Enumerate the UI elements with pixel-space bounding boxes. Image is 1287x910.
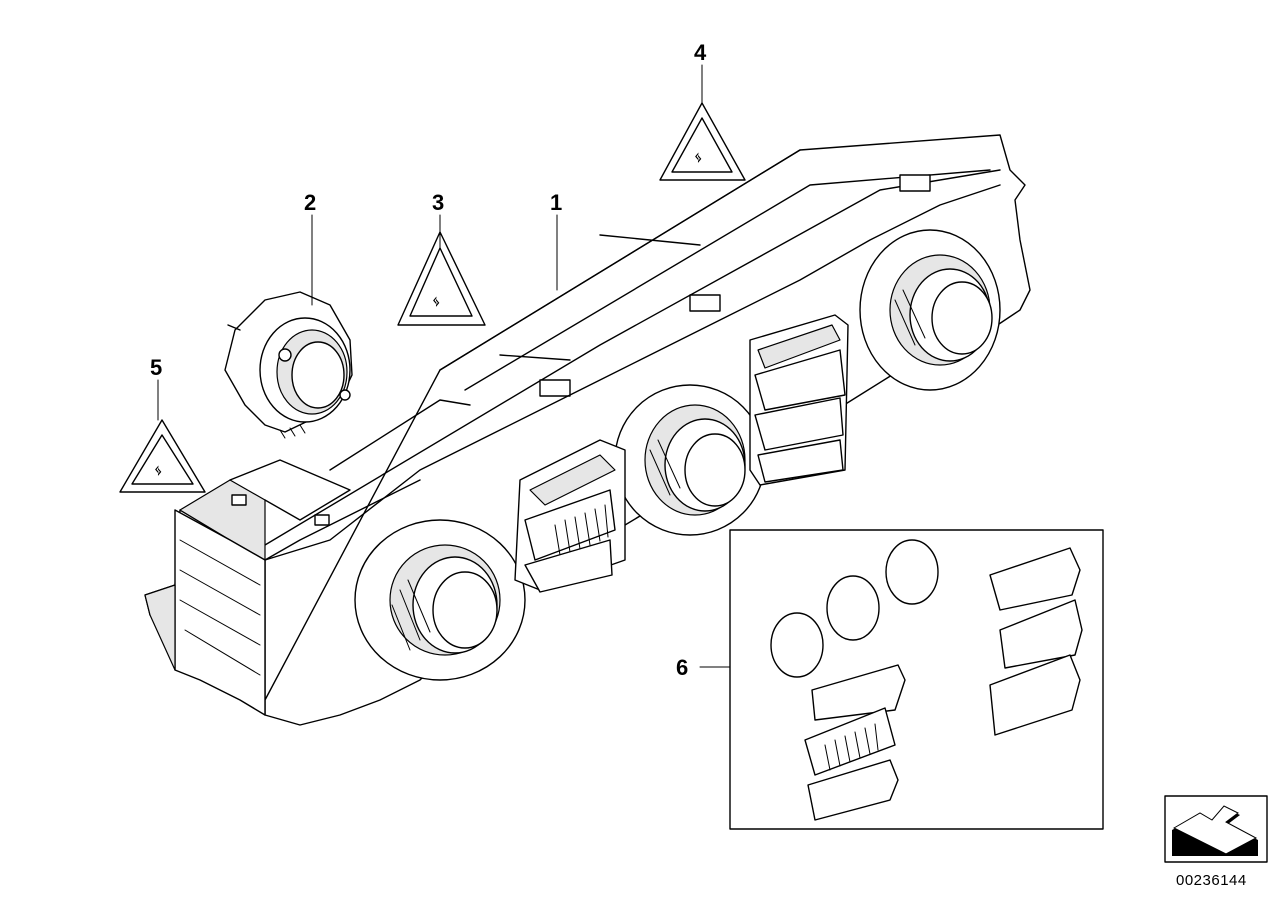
knob-left (354, 519, 526, 681)
callout-4: 4 (694, 40, 707, 65)
leader-lines (157, 64, 731, 668)
part-climate-control-panel[interactable] (144, 134, 1031, 726)
callout-2: 2 (304, 190, 316, 215)
svg-text:ᛃ: ᛃ (154, 463, 162, 479)
part-sensor-ring[interactable] (224, 291, 353, 439)
svg-text:ᛃ: ᛃ (432, 294, 440, 310)
knob-right (859, 229, 1001, 391)
callout-3: 3 (432, 190, 444, 215)
callout-6: 6 (676, 655, 688, 680)
callout-5: 5 (150, 355, 162, 380)
knob-center (614, 384, 766, 536)
warning-triangle-5: ᛃ (119, 419, 206, 493)
buttons-left-stack (514, 439, 626, 593)
part-kit-box[interactable] (729, 529, 1104, 830)
callout-1: 1 (550, 190, 562, 215)
warning-triangle-4: ᛃ (659, 102, 746, 181)
buttons-right-stack (749, 314, 849, 486)
document-number: 00236144 (1176, 872, 1247, 889)
view-direction-arrow-icon (1164, 795, 1268, 863)
warning-triangle-3: ᛃ (397, 231, 486, 326)
svg-text:ᛃ: ᛃ (694, 150, 702, 166)
